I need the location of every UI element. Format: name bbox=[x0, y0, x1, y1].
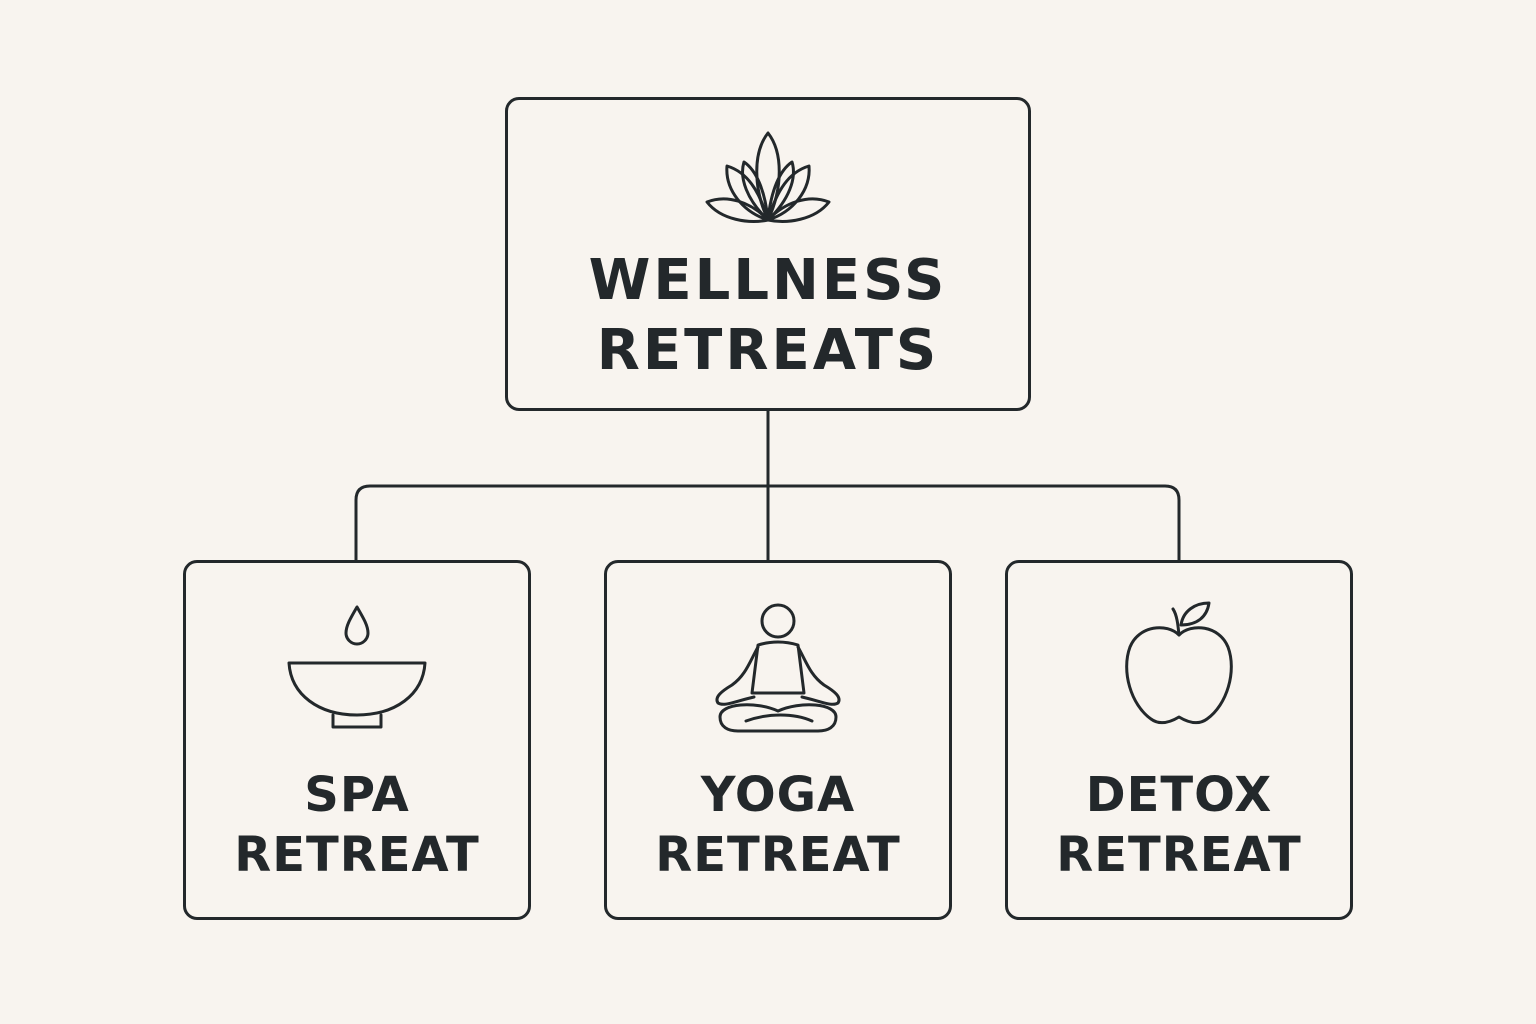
spa-bowl-icon bbox=[287, 601, 427, 739]
bowl-shape bbox=[287, 661, 427, 717]
crossed-legs-shape bbox=[718, 703, 838, 733]
detox-label-line2: RETREAT bbox=[1056, 827, 1302, 883]
detox-label-line1: DETOX bbox=[1085, 767, 1273, 823]
spa-label-line2: RETREAT bbox=[234, 827, 480, 883]
connector-branch-detox bbox=[766, 484, 1181, 562]
detox-retreat-label: DETOX RETREAT bbox=[1056, 765, 1301, 885]
yoga-label-line2: RETREAT bbox=[655, 827, 901, 883]
head-shape bbox=[760, 603, 796, 639]
apple-body-shape bbox=[1125, 626, 1233, 725]
apple-stem-shape bbox=[1171, 607, 1181, 637]
connector-branch-spa bbox=[354, 484, 770, 562]
lotus-icon bbox=[703, 130, 833, 226]
bowl-base-shape bbox=[331, 713, 383, 729]
torso-shape bbox=[750, 640, 806, 695]
root-title-line2: RETREATS bbox=[596, 318, 940, 383]
root-node-wellness-retreats: WELLNESS RETREATS bbox=[505, 97, 1031, 411]
apple-leaf-shape bbox=[1179, 601, 1211, 627]
yoga-pose-icon bbox=[712, 601, 844, 739]
apple-icon bbox=[1121, 601, 1237, 739]
left-arm-shape bbox=[715, 645, 760, 706]
spa-label-line1: SPA bbox=[304, 767, 410, 823]
water-drop-shape bbox=[344, 605, 370, 646]
right-arm-shape bbox=[796, 645, 841, 706]
yoga-label-line1: YOGA bbox=[700, 767, 856, 823]
child-node-detox-retreat: DETOX RETREAT bbox=[1005, 560, 1353, 920]
child-node-yoga-retreat: YOGA RETREAT bbox=[604, 560, 952, 920]
leg-cross-line bbox=[744, 713, 814, 723]
child-node-spa-retreat: SPA RETREAT bbox=[183, 560, 531, 920]
root-title-line1: WELLNESS bbox=[588, 248, 948, 313]
root-title: WELLNESS RETREATS bbox=[589, 246, 948, 386]
spa-retreat-label: SPA RETREAT bbox=[234, 765, 479, 885]
yoga-retreat-label: YOGA RETREAT bbox=[655, 765, 900, 885]
